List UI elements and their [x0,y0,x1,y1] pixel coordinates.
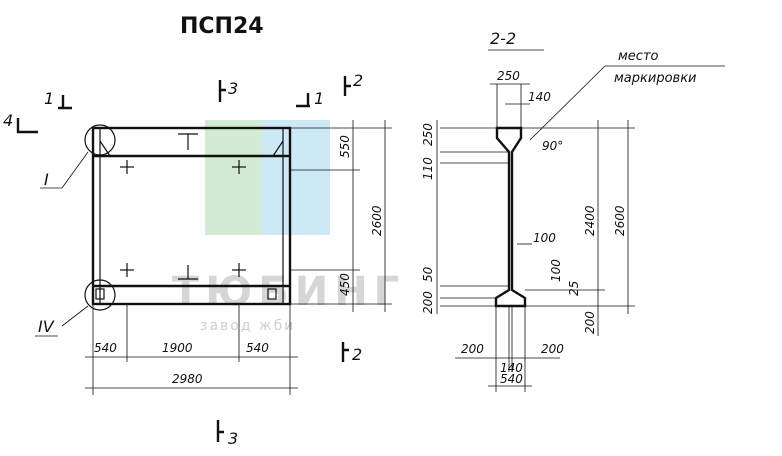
panel-outline [91,126,292,306]
node-leader-4 [61,305,89,327]
node-circle-4 [84,279,116,311]
dim-2600-section: 2600 [613,205,627,236]
dim-90deg: 90° [542,139,563,153]
section-title: 2-2 [490,29,516,48]
dim-110: 110 [421,157,435,180]
loop-bl [95,288,105,300]
node-circle-1 [84,124,116,156]
node-leader-1 [61,151,89,189]
haunch-tr [272,140,284,157]
section-label-3-top: 3 [228,79,238,98]
dim-250-top: 250 [497,69,520,83]
front-view: I IV [35,124,292,337]
watermark-subtext: завод жби [200,318,295,334]
section-mark-1-right [296,93,310,108]
note-line2: маркировки [614,71,697,86]
dim-100: 100 [533,231,556,245]
section-label-1-right: 1 [314,89,324,108]
section-profile [494,126,527,308]
cross-mark-3 [120,263,134,277]
dim-250-left: 250 [421,123,435,146]
section-mark-4 [16,118,38,134]
cross-mark-2 [232,160,246,174]
dim-1900: 1900 [162,341,193,355]
dim-140-bottom: 140 [500,361,523,375]
lifting-loop-top [178,133,198,150]
dim-2600-front: 2600 [370,205,384,236]
dim-550: 550 [338,135,352,158]
section-mark-2-bottom [341,342,349,362]
dim-50: 50 [421,266,435,282]
dim-450: 450 [338,273,352,296]
watermark-blue-block [262,120,330,235]
section-label-4: 4 [3,111,13,130]
lifting-loop-bottom [178,265,198,280]
dim-2400: 2400 [583,205,597,236]
dim-2980: 2980 [172,372,203,386]
dim-200-right: 200 [583,311,597,334]
node-label-4: IV [38,317,55,336]
node-label-1: I [44,170,49,189]
dim-100b: 100 [549,259,563,282]
loop-br [267,288,277,300]
dim-25: 25 [567,281,581,296]
dim-200-bottom-left: 200 [461,342,484,356]
watermark-text: ТЮБИНГ [172,269,405,315]
section-marks: 4 1 1 3 2 2 3 [3,71,363,448]
dim-540-bottom: 540 [500,372,523,386]
section-mark-1-left [58,95,72,110]
section-label-1-left: 1 [44,89,54,108]
drawing-title: ПСП24 [180,14,264,39]
dim-540-left: 540 [94,341,117,355]
dim-540-right: 540 [246,341,269,355]
section-mark-3-bottom [216,420,224,442]
dim-200-left: 200 [421,291,435,314]
section-mark-3-top [218,80,226,102]
section-label-2-top: 2 [353,71,363,90]
section-label-2-bottom: 2 [352,345,362,364]
cross-mark-4 [232,263,246,277]
note-line1: место [618,49,659,64]
watermark-logo: ТЮБИНГ завод жби [172,120,405,334]
section-2-2: 2-2 место маркировки 90° 250 140 250 110… [421,29,725,392]
haunch-tl [99,140,111,157]
cross-mark-1 [120,160,134,174]
dim-200-bottom-right: 200 [541,342,564,356]
section-label-3-bottom: 3 [228,429,238,448]
section-mark-2-top [343,76,351,96]
front-dimensions: 540 1900 540 2980 550 2600 450 [85,120,392,395]
dim-140-top: 140 [528,90,551,104]
